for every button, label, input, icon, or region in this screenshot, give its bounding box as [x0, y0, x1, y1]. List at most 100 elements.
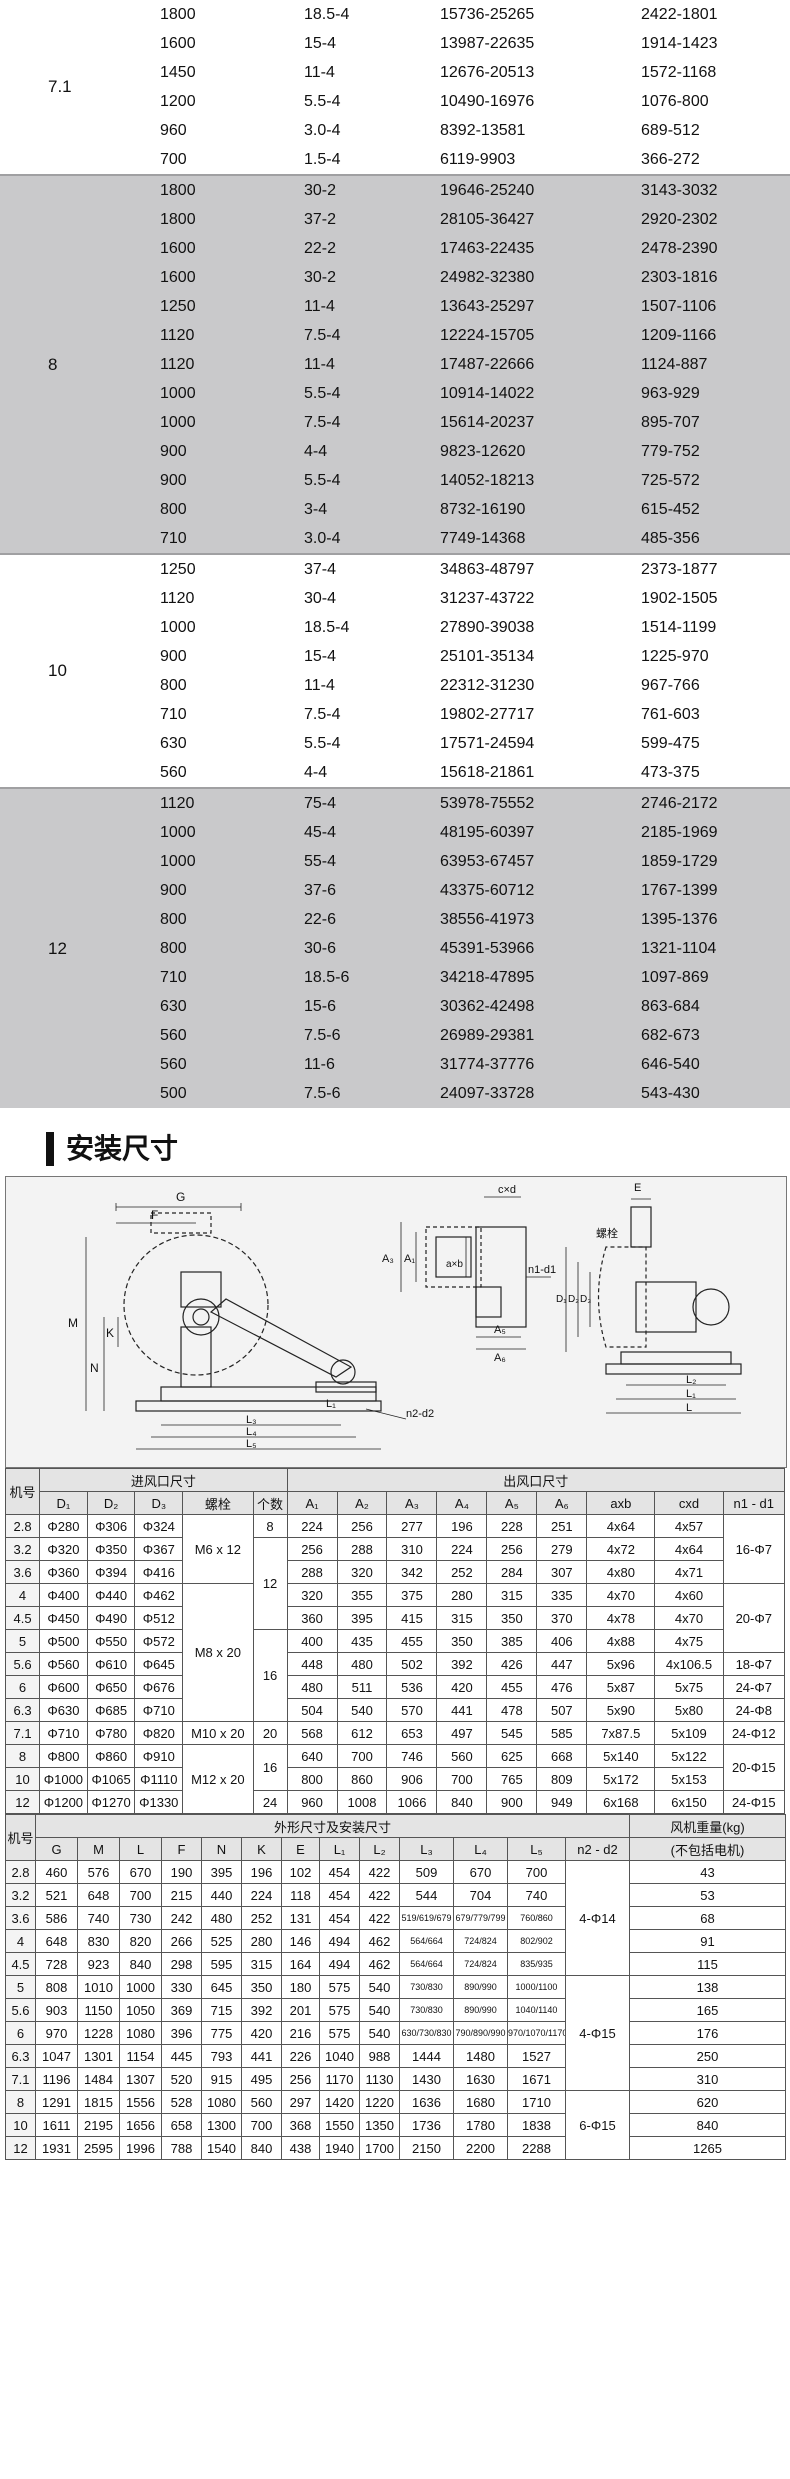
row-model: 7.1: [5, 2067, 36, 2091]
cell-l1: 1420: [319, 2090, 360, 2114]
perf-power: 55-4: [304, 853, 337, 870]
cell-a2: 395: [336, 1606, 388, 1630]
perf-power: 5.5-4: [304, 385, 341, 402]
cell-a2: 256: [336, 1514, 388, 1538]
cell-m: 1815: [77, 2090, 120, 2114]
cell-weight: 138: [629, 1975, 786, 1999]
row-model: 4.5: [5, 1952, 36, 1976]
cell-a3: 653: [386, 1721, 438, 1745]
perf-flow: 9823-12620: [440, 443, 526, 460]
perf-pressure: 1507-1106: [641, 298, 717, 315]
group-separator: [0, 174, 790, 176]
cell-a4: 560: [436, 1744, 488, 1768]
perf-flow: 17463-22435: [440, 240, 535, 257]
perf-flow: 12224-15705: [440, 327, 535, 344]
cell-e: 438: [281, 2136, 320, 2160]
perf-power: 11-4: [304, 356, 335, 373]
row-model: 12: [4, 1790, 41, 1814]
perf-flow: 6119-9903: [440, 151, 516, 168]
cell-k: 350: [241, 1975, 282, 1999]
cell-n: 480: [201, 1906, 242, 1930]
cell-a1: 400: [286, 1629, 338, 1653]
cell-d1: Φ1000: [39, 1767, 88, 1791]
cell-axb: 4x64: [586, 1514, 656, 1538]
dim-label-l5: L₅: [246, 1438, 257, 1450]
cell-l4: 679/779/799: [453, 1906, 508, 1930]
t1-header-bolt: 螺栓: [182, 1491, 254, 1515]
perf-power: 11-6: [304, 1056, 335, 1073]
cell-m: 830: [77, 1929, 120, 1953]
perf-speed: 900: [160, 882, 187, 899]
cell-l: 840: [119, 1952, 162, 1976]
pedestal: [180, 1326, 212, 1388]
perf-flow: 19802-27717: [440, 706, 535, 723]
perf-flow: 10490-16976: [440, 93, 535, 110]
cell-d2: Φ610: [86, 1652, 136, 1676]
cell-m: 1150: [77, 1998, 120, 2022]
cell-n1d1: 16-Φ7: [722, 1514, 786, 1584]
dim-label-n1d1: n1-d1: [528, 1264, 556, 1276]
cell-axb: 7x87.5: [586, 1721, 656, 1745]
perf-speed: 1000: [160, 414, 196, 431]
cell-a5: 315: [486, 1583, 538, 1607]
perf-speed: 1120: [160, 795, 195, 812]
dim-label-l4: L₄: [246, 1426, 257, 1438]
cell-l3: 1430: [399, 2067, 454, 2091]
cell-weight: 165: [629, 1998, 786, 2022]
cell-axb: 4x88: [586, 1629, 656, 1653]
cell-g: 970: [35, 2021, 78, 2045]
row-model: 3.6: [4, 1560, 41, 1584]
outlet-view: [425, 1226, 527, 1328]
cell-a2: 480: [336, 1652, 388, 1676]
cell-l1: 1040: [319, 2044, 360, 2068]
cell-l5: 835/935: [507, 1952, 566, 1976]
perf-power: 11-4: [304, 677, 335, 694]
perf-power: 18.5-4: [304, 619, 350, 636]
cell-l5: 1838: [507, 2113, 566, 2137]
front-base-plate: [605, 1363, 742, 1375]
cell-l: 1996: [119, 2136, 162, 2160]
perf-speed: 800: [160, 501, 187, 518]
cell-f: 298: [161, 1952, 202, 1976]
cell-m: 2595: [77, 2136, 120, 2160]
perf-speed: 630: [160, 998, 187, 1015]
cell-a6: 406: [536, 1629, 588, 1653]
t1-header-model: 机号: [4, 1468, 41, 1515]
perf-pressure: 1076-800: [641, 93, 709, 110]
cell-e: 180: [281, 1975, 320, 1999]
perf-flow: 15736-25265: [440, 6, 535, 23]
cell-f: 396: [161, 2021, 202, 2045]
perf-power: 15-4: [304, 35, 337, 52]
cell-axb: 5x90: [586, 1698, 656, 1722]
cell-d1: Φ280: [39, 1514, 88, 1538]
perf-flow: 53978-75552: [440, 795, 535, 812]
row-model: 7.1: [4, 1721, 41, 1745]
cell-n: 525: [201, 1929, 242, 1953]
cell-k: 252: [241, 1906, 282, 1930]
cell-l3: 730/830: [399, 1975, 454, 1999]
perf-power: 22-2: [304, 240, 337, 257]
perf-speed: 800: [160, 911, 187, 928]
row-model: 3.2: [5, 1883, 36, 1907]
cell-d2: Φ306: [86, 1514, 136, 1538]
cell-a5: 545: [486, 1721, 538, 1745]
cell-g: 808: [35, 1975, 78, 1999]
perf-power: 7.5-6: [304, 1027, 341, 1044]
cell-a6: 335: [536, 1583, 588, 1607]
cell-a4: 392: [436, 1652, 488, 1676]
perf-speed: 800: [160, 940, 187, 957]
cell-l3: 509: [399, 1860, 454, 1884]
cell-a6: 949: [536, 1790, 588, 1814]
